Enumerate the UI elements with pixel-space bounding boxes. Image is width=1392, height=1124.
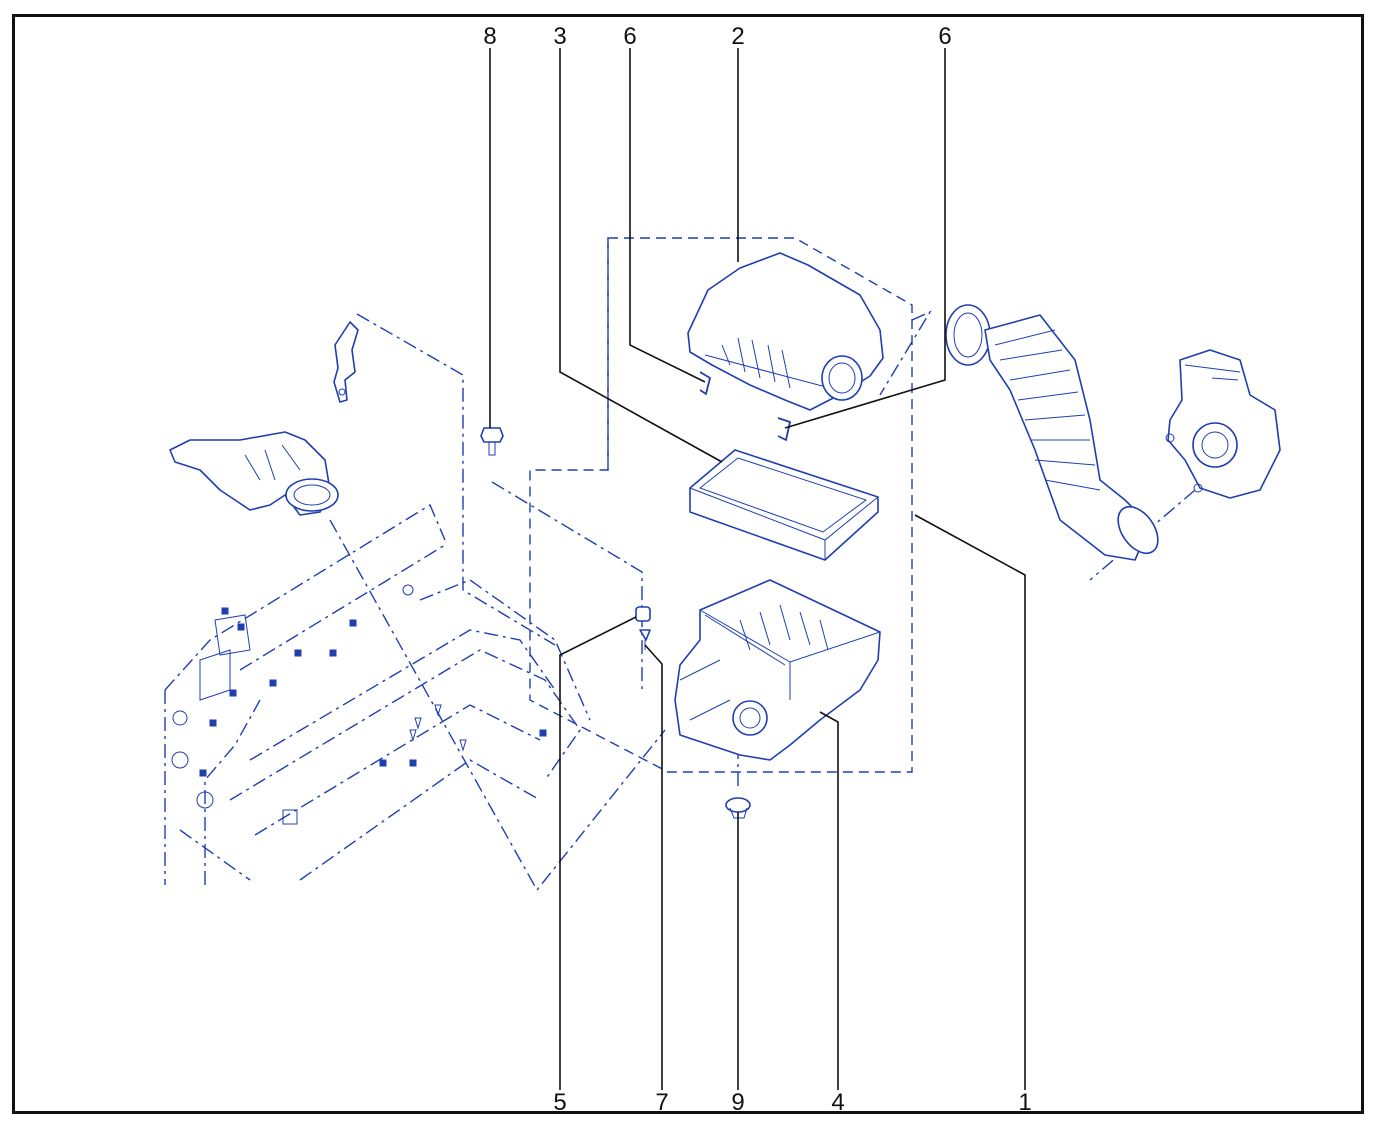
bolt-part-8 <box>480 427 504 456</box>
callout-2: 2 <box>731 23 744 50</box>
grommet-part-5 <box>635 606 651 622</box>
callout-6-right: 6 <box>938 23 951 50</box>
callout-1: 1 <box>1018 1089 1031 1116</box>
air-filter-element-part-3 <box>689 449 879 561</box>
callout-9: 9 <box>731 1089 744 1116</box>
diagram-frame <box>12 14 1364 1114</box>
mounting-bracket <box>333 321 359 403</box>
intake-duct <box>169 431 339 516</box>
air-filter-housing-part-4 <box>674 579 881 761</box>
callout-leader-lines <box>489 48 1026 1090</box>
air-filter-cover-part-2 <box>687 252 884 411</box>
callout-6-left: 6 <box>623 23 636 50</box>
callout-4: 4 <box>831 1089 844 1116</box>
turbocharger <box>1165 349 1281 499</box>
callout-7: 7 <box>655 1089 668 1116</box>
callout-3: 3 <box>553 23 566 50</box>
callout-8: 8 <box>483 23 496 50</box>
clip-part-6-right <box>777 417 791 441</box>
clip-part-6-left <box>699 371 711 395</box>
intake-hose <box>945 304 1159 561</box>
vehicle-body-structure <box>164 503 591 885</box>
callout-labels: 8 3 6 2 6 5 7 9 4 1 <box>483 23 1031 1116</box>
callout-5: 5 <box>553 1089 566 1116</box>
